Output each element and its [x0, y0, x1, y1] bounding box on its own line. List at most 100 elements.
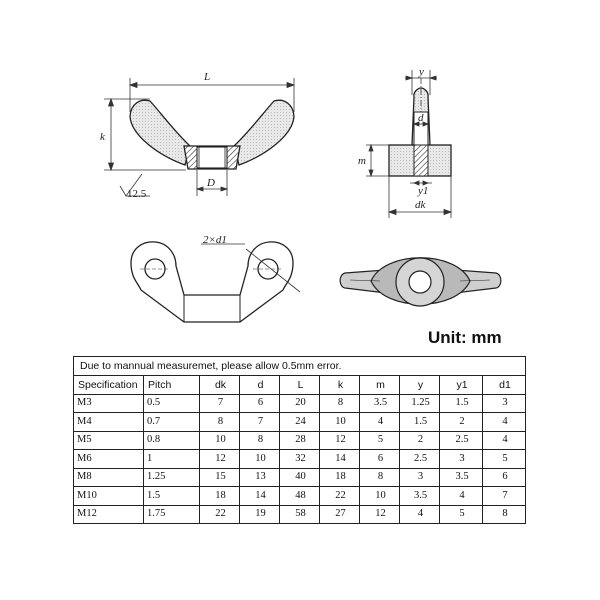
- table-cell: 8: [199, 412, 240, 432]
- top-outline: [130, 241, 294, 323]
- table-cell: 6: [481, 467, 527, 487]
- table-cell: M3: [73, 393, 144, 413]
- table-cell: 7: [481, 486, 527, 506]
- front-view: [129, 99, 295, 170]
- table-cell: 27: [319, 504, 360, 524]
- front-bore: [196, 146, 228, 169]
- table-cell: 1: [143, 449, 200, 469]
- table-cell: 58: [279, 504, 320, 524]
- roughness-symbol: [119, 173, 150, 197]
- specification-table: Due to mannual measuremet, please allow …: [72, 356, 527, 524]
- column-header: L: [279, 375, 320, 395]
- label-dk: dk: [415, 199, 427, 211]
- table-cell: 0.7: [143, 412, 200, 432]
- table-cell: 4: [399, 504, 440, 524]
- column-header: k: [319, 375, 360, 395]
- table-cell: 20: [279, 393, 320, 413]
- table-cell: 32: [279, 449, 320, 469]
- column-header: m: [359, 375, 400, 395]
- table-cell: 24: [279, 412, 320, 432]
- table-cell: M10: [73, 486, 144, 506]
- table-cell: 8: [359, 467, 400, 487]
- table-cell: 10: [359, 486, 400, 506]
- table-cell: 18: [319, 467, 360, 487]
- column-header: y: [399, 375, 440, 395]
- table-cell: 1.5: [143, 486, 200, 506]
- label-roughness: 12.5: [127, 188, 147, 200]
- table-cell: M5: [73, 430, 144, 450]
- label-L: L: [203, 71, 210, 83]
- table-cell: 14: [319, 449, 360, 469]
- side-view: [388, 78, 452, 177]
- table-cell: 12: [199, 449, 240, 469]
- table-cell: 4: [481, 430, 527, 450]
- table-cell: M8: [73, 467, 144, 487]
- table-cell: 3: [439, 449, 483, 469]
- label-d: d: [418, 112, 424, 124]
- table-cell: 7: [239, 412, 280, 432]
- side-dimensions: [366, 70, 453, 218]
- column-header: d: [239, 375, 280, 395]
- table-cell: 10: [199, 430, 240, 450]
- table-cell: 2.5: [439, 430, 483, 450]
- table-cell: 5: [481, 449, 527, 469]
- table-cell: 3: [481, 393, 527, 413]
- table-cell: 28: [279, 430, 320, 450]
- table-cell: 2: [439, 412, 483, 432]
- measurement-note: Due to mannual measuremet, please allow …: [72, 356, 527, 376]
- column-header: dk: [199, 375, 240, 395]
- table-cell: 4: [359, 412, 400, 432]
- table-cell: M12: [73, 504, 144, 524]
- unit-label: Unit: mm: [428, 328, 502, 347]
- table-cell: 12: [359, 504, 400, 524]
- front-dimensions: [104, 78, 296, 197]
- label-m: m: [358, 155, 366, 167]
- table-cell: 18: [199, 486, 240, 506]
- table-cell: 4: [481, 412, 527, 432]
- table-cell: 1.75: [143, 504, 200, 524]
- table-cell: 1.5: [439, 393, 483, 413]
- table-cell: 3: [399, 467, 440, 487]
- table-cell: 48: [279, 486, 320, 506]
- table-cell: 2.5: [399, 449, 440, 469]
- table-cell: 14: [239, 486, 280, 506]
- column-header: Pitch: [143, 375, 200, 395]
- column-header: y1: [439, 375, 483, 395]
- label-holes: 2×d1: [203, 234, 227, 246]
- table-cell: M4: [73, 412, 144, 432]
- top-view-leader: [140, 243, 301, 293]
- table-cell: 7: [199, 393, 240, 413]
- column-header: Specification: [73, 375, 144, 395]
- table-cell: 12: [319, 430, 360, 450]
- table-cell: 1.25: [399, 393, 440, 413]
- table-cell: 2: [399, 430, 440, 450]
- table-cell: 8: [239, 430, 280, 450]
- table-cell: 1.5: [399, 412, 440, 432]
- table-cell: 6: [359, 449, 400, 469]
- label-D: D: [206, 177, 215, 189]
- table-cell: 13: [239, 467, 280, 487]
- label-y1: y1: [417, 185, 428, 197]
- table-cell: 19: [239, 504, 280, 524]
- front-right-wing: [233, 99, 295, 166]
- table-cell: 0.5: [143, 393, 200, 413]
- top-view: [130, 241, 294, 323]
- table-cell: 3.5: [399, 486, 440, 506]
- table-cell: 6: [239, 393, 280, 413]
- table-cell: 8: [319, 393, 360, 413]
- front-left-wing: [129, 99, 191, 166]
- table-cell: M6: [73, 449, 144, 469]
- table-cell: 3.5: [439, 467, 483, 487]
- table-cell: 3.5: [359, 393, 400, 413]
- table-cell: 15: [199, 467, 240, 487]
- table-cell: 22: [199, 504, 240, 524]
- table-cell: 40: [279, 467, 320, 487]
